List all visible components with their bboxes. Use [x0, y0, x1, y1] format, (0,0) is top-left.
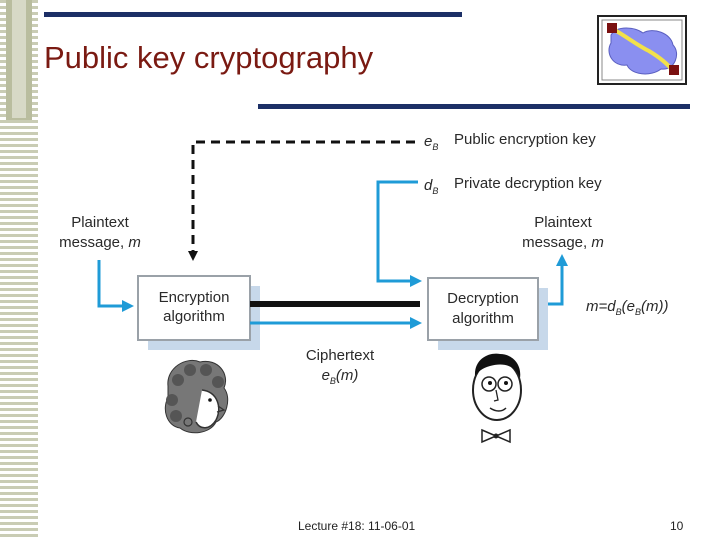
page-number: 10: [670, 519, 684, 533]
ciphertext-expr: eB(m): [322, 367, 359, 386]
plaintext-in-arrow: [97, 260, 134, 312]
footer-lecture: Lecture #18: 11-06-01: [298, 519, 416, 533]
title-underline-rule: [258, 104, 690, 109]
decryption-box: [427, 277, 539, 341]
encryption-label-line1: Encryption: [159, 289, 230, 306]
left-stripe-decoration: [0, 0, 38, 540]
result-formula: m=dB(eB(m)): [586, 298, 668, 317]
decryption-label-line1: Decryption: [447, 290, 519, 307]
private-key-label: Private decryption key: [454, 175, 602, 192]
encryption-box: [137, 275, 251, 341]
channel-bar: [250, 301, 420, 307]
public-key-symbol: eB: [424, 133, 438, 152]
private-key-symbol: dB: [424, 177, 438, 196]
plaintext-right-line1: Plaintext: [534, 214, 592, 231]
plaintext-right-line2: message, m: [522, 234, 604, 251]
sender-person-icon: [164, 360, 229, 434]
top-rule: [44, 12, 462, 17]
decryption-label-line2: algorithm: [452, 310, 514, 327]
public-key-dashed-line: [188, 140, 415, 261]
private-key-arrow: [376, 180, 422, 287]
ciphertext-label: Ciphertext: [306, 347, 375, 364]
encryption-label-line2: algorithm: [163, 308, 225, 325]
plaintext-left-line2: message, m: [59, 234, 141, 251]
plaintext-left-line1: Plaintext: [71, 214, 129, 231]
receiver-person-icon: [472, 353, 522, 444]
public-key-diagram: Encryption algorithm Decryption algorith…: [59, 131, 668, 444]
public-key-label: Public encryption key: [454, 131, 596, 148]
network-logo-icon: [597, 15, 687, 85]
slide-title: Public key cryptography: [44, 40, 374, 75]
